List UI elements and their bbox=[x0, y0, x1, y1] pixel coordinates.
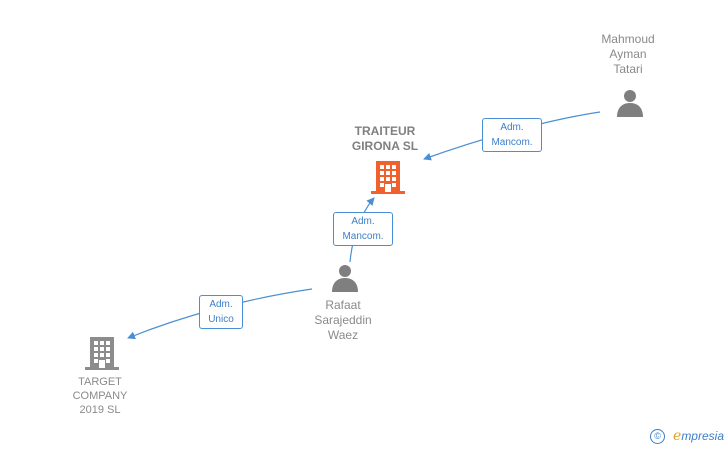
node-label-rafaat[interactable]: Rafaat Sarajeddin Waez bbox=[314, 298, 372, 342]
building-icon[interactable] bbox=[371, 159, 405, 195]
relation-badge-rafaat-traiteur[interactable]: Adm. Mancom. bbox=[333, 212, 393, 246]
node-label-mahmoud[interactable]: Mahmoud Ayman Tatari bbox=[601, 32, 655, 76]
brand-name: mpresia bbox=[681, 429, 724, 443]
relation-role: Adm. bbox=[209, 299, 233, 310]
copyright-icon: © bbox=[650, 428, 666, 444]
relation-badge-rafaat-target[interactable]: Adm. Unico bbox=[199, 295, 243, 329]
relation-type: Mancom. bbox=[342, 231, 384, 242]
relation-type: Mancom. bbox=[491, 137, 533, 148]
relation-role: Adm. bbox=[500, 122, 524, 133]
brand-e: e bbox=[673, 428, 682, 444]
person-icon[interactable] bbox=[330, 263, 360, 293]
empresia-logo: © e mpresia bbox=[650, 428, 724, 444]
relation-type: Unico bbox=[208, 314, 234, 325]
relation-badge-mahmoud-traiteur[interactable]: Adm. Mancom. bbox=[482, 118, 542, 152]
relation-role: Adm. bbox=[351, 216, 375, 227]
building-icon[interactable] bbox=[85, 335, 119, 371]
person-icon[interactable] bbox=[615, 88, 645, 118]
node-label-target[interactable]: TARGET COMPANY 2019 SL bbox=[72, 376, 128, 416]
node-label-traiteur[interactable]: TRAITEUR GIRONA SL bbox=[351, 124, 419, 153]
